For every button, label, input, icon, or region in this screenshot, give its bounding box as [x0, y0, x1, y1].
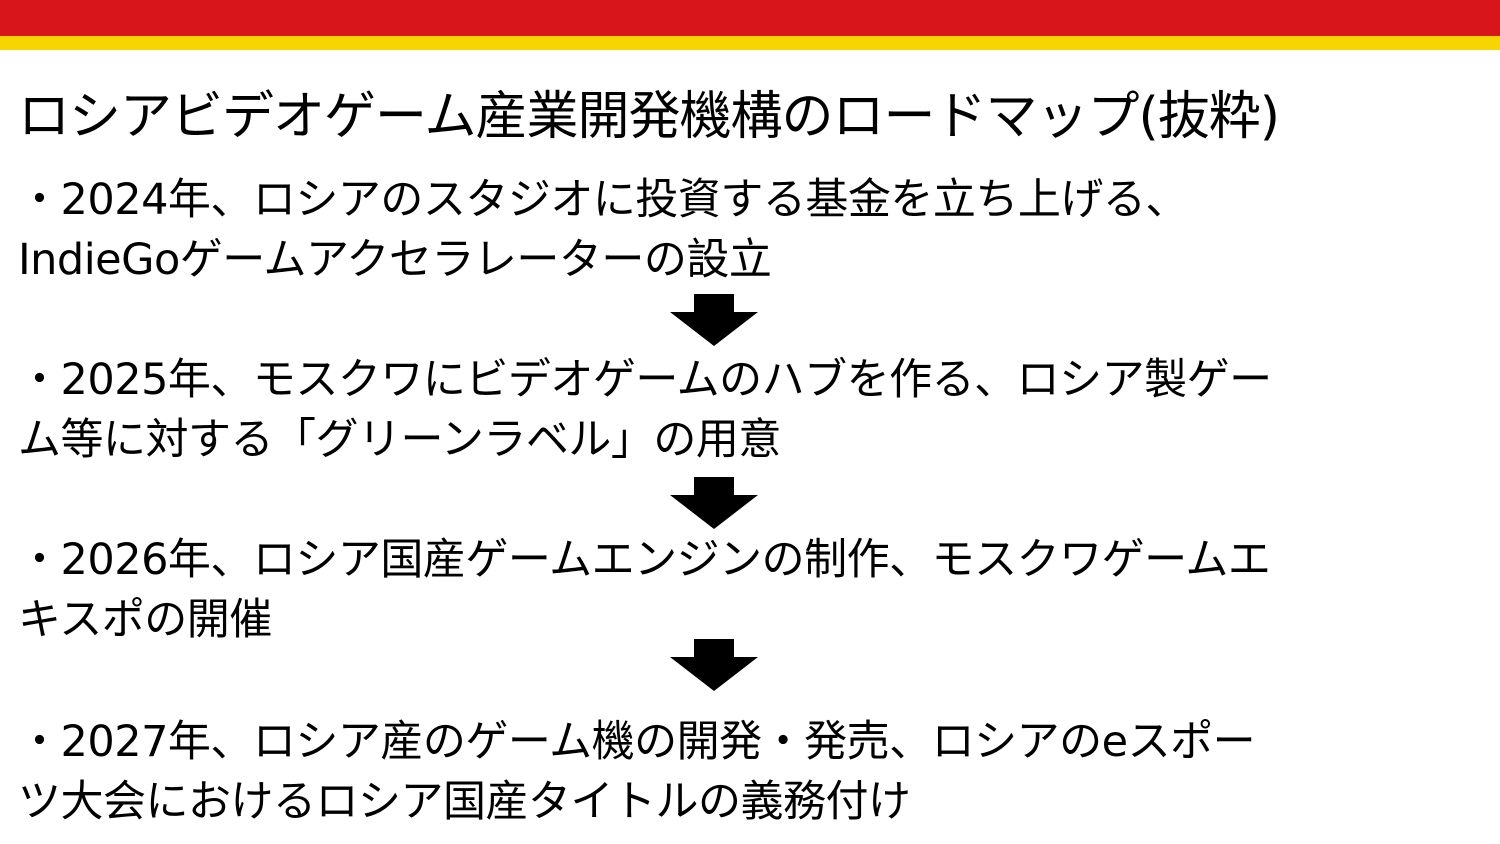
- down-arrow-icon: [670, 639, 758, 691]
- step-line: ・2027年、ロシア産のゲーム機の開発・発売、ロシアのeスポー: [18, 717, 1256, 767]
- step-line: ・2025年、モスクワにビデオゲームのハブを作る、ロシア製ゲー: [18, 355, 1272, 405]
- step-line: ・2026年、ロシア国産ゲームエンジンの制作、モスクワゲームエ: [18, 535, 1271, 585]
- down-arrow-icon: [670, 477, 758, 529]
- down-arrow-icon: [670, 294, 758, 346]
- step-line: ・2024年、ロシアのスタジオに投資する基金を立ち上げる、: [18, 175, 1188, 225]
- step-line: IndieGoゲームアクセラレーターの設立: [18, 235, 772, 285]
- step-line: キスポの開催: [18, 595, 272, 645]
- top-yellow-band: [0, 36, 1500, 50]
- roadmap-step-2027: ・2027年、ロシア産のゲーム機の開発・発売、ロシアのeスポー ツ大会におけるロ…: [18, 712, 1488, 832]
- slide-title: ロシアビデオゲーム産業開発機構のロードマップ(抜粋): [18, 87, 1280, 147]
- roadmap-step-2025: ・2025年、モスクワにビデオゲームのハブを作る、ロシア製ゲー ム等に対する「グ…: [18, 350, 1488, 470]
- roadmap-step-2024: ・2024年、ロシアのスタジオに投資する基金を立ち上げる、 IndieGoゲーム…: [18, 170, 1488, 290]
- step-line: ム等に対する「グリーンラベル」の用意: [18, 415, 781, 465]
- top-red-band: [0, 0, 1500, 36]
- step-line: ツ大会におけるロシア国産タイトルの義務付け: [18, 777, 911, 827]
- roadmap-step-2026: ・2026年、ロシア国産ゲームエンジンの制作、モスクワゲームエ キスポの開催: [18, 530, 1488, 650]
